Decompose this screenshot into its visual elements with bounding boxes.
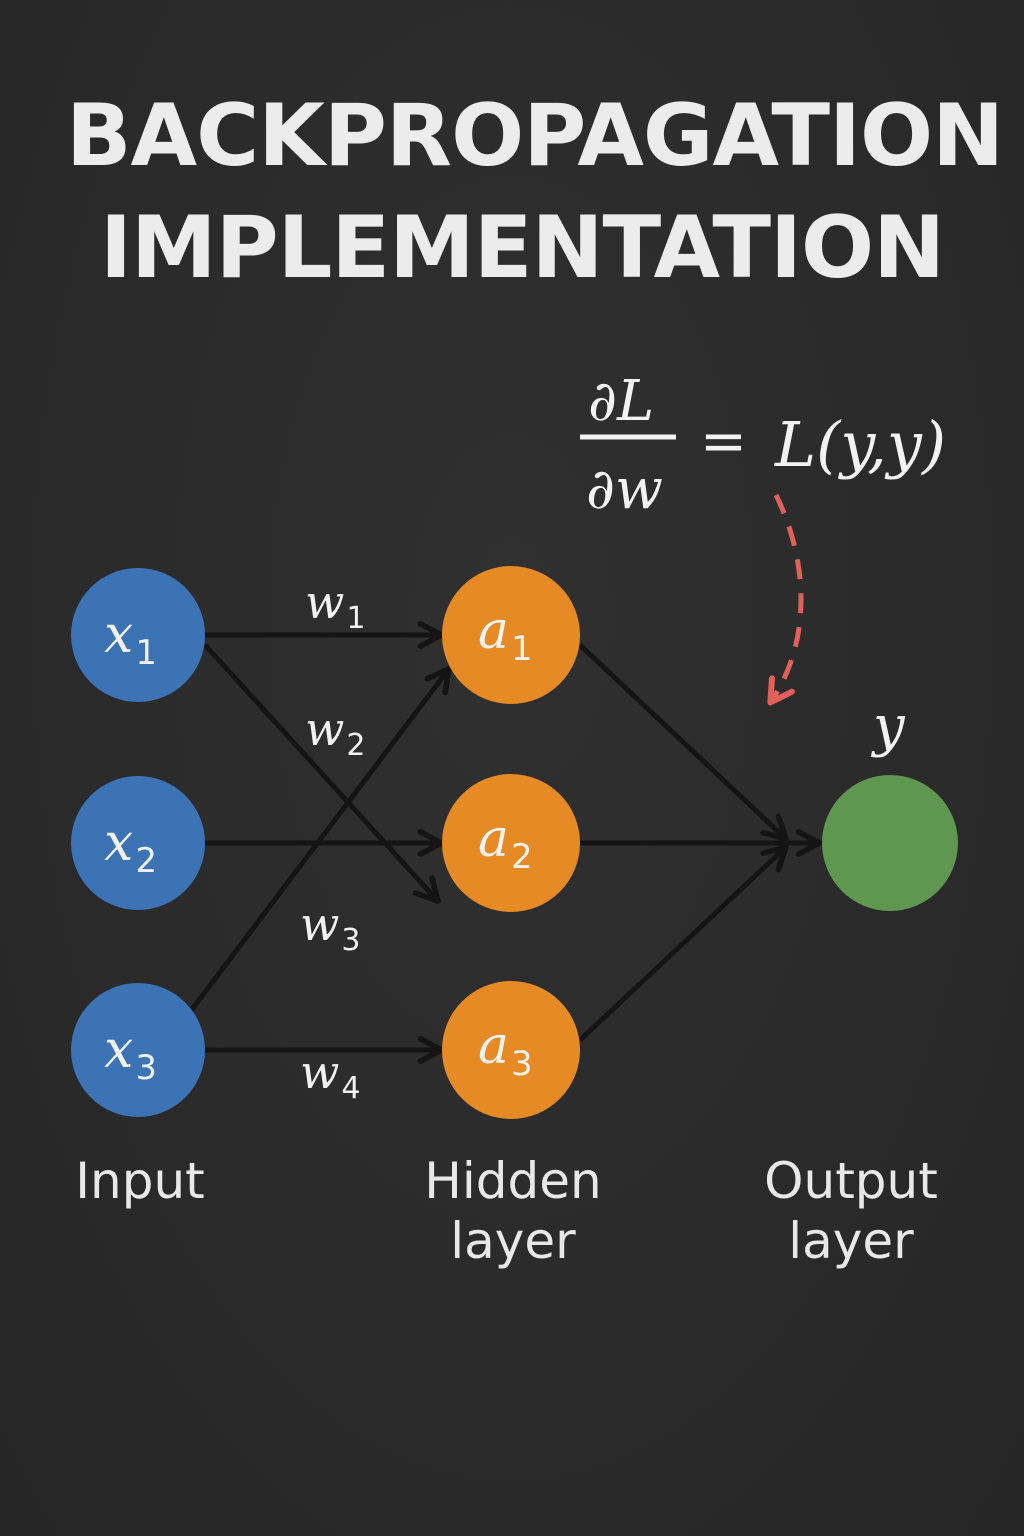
input-layer-label: Input <box>75 1152 204 1210</box>
formula-rhs: L(y,y) <box>774 408 946 481</box>
node-label: a1 <box>478 601 533 669</box>
input-hidden-edges <box>188 621 452 1064</box>
node-label: x1 <box>104 605 157 673</box>
node-circle <box>71 568 205 702</box>
output-layer-label-line1: Output <box>764 1152 938 1210</box>
hidden-layer-label-line2: layer <box>450 1212 576 1270</box>
edge-x3-a1 <box>188 666 452 1014</box>
node-label: a2 <box>478 809 533 877</box>
title-line-1: BACKPROPAGATION <box>66 86 1003 186</box>
node-circle <box>71 983 205 1117</box>
node-circle <box>442 566 580 704</box>
node-circle <box>442 981 580 1119</box>
input-node-x2: x2 <box>71 776 205 910</box>
formula-numerator: ∂L <box>588 369 654 434</box>
node-label: x2 <box>104 813 157 881</box>
node-circle <box>822 775 958 911</box>
hidden-output-edges <box>578 643 823 1042</box>
gradient-flow-arrow <box>767 493 804 706</box>
hidden-node-a1: a1 <box>442 566 580 704</box>
output-layer-label-line2: layer <box>788 1212 914 1270</box>
edge-a1-y <box>578 643 789 842</box>
weight-label: w4 <box>300 1045 360 1106</box>
node-label: x3 <box>104 1020 157 1088</box>
node-circle <box>71 776 205 910</box>
input-node-x1: x1 <box>71 568 205 702</box>
output-label: y <box>870 694 906 759</box>
input-layer-nodes: x1 x2 x3 <box>71 568 205 1117</box>
title-line-2: IMPLEMENTATION <box>100 198 944 298</box>
formula-denominator: ∂w <box>586 457 663 522</box>
hidden-node-a3: a3 <box>442 981 580 1119</box>
hidden-layer-label-line1: Hidden <box>424 1152 601 1210</box>
formula-equals: = <box>700 409 747 474</box>
edge-a3-y <box>578 844 789 1042</box>
loss-gradient-formula: ∂L ∂w = L(y,y) <box>580 369 946 522</box>
weight-label: w3 <box>300 897 360 958</box>
node-circle <box>442 774 580 912</box>
weight-label: w1 <box>305 575 365 636</box>
output-node-y: y <box>822 694 958 911</box>
weight-label: w2 <box>305 702 365 763</box>
input-node-x3: x3 <box>71 983 205 1117</box>
node-label: a3 <box>478 1016 533 1084</box>
weight-labels: w1 w2 w3 w4 <box>300 575 365 1106</box>
edge-x1-a3 <box>203 643 441 904</box>
hidden-node-a2: a2 <box>442 774 580 912</box>
hidden-layer-nodes: a1 a2 a3 <box>442 566 580 1119</box>
